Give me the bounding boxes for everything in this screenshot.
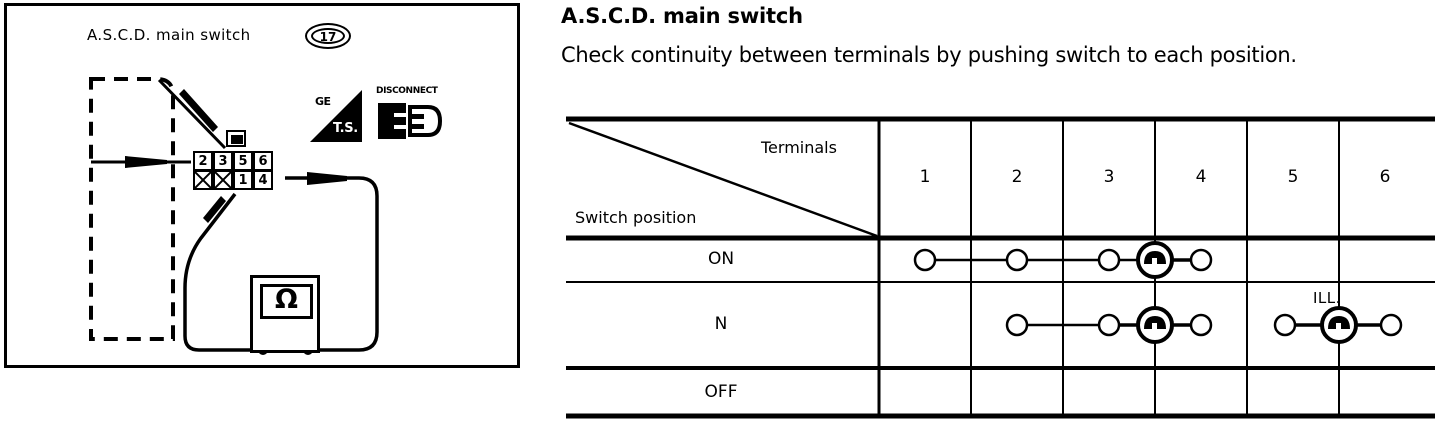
illustration-title: A.S.C.D. main switch — [87, 26, 251, 44]
ts-badge: GE T.S. — [310, 90, 362, 142]
n-node-2 — [1005, 313, 1029, 337]
probe-tip-terminal-2 — [125, 156, 167, 168]
lead-taper-terminal-4 — [307, 172, 347, 185]
continuity-table: Terminals Switch position 1 2 3 4 5 6 ON… — [561, 115, 1440, 420]
reference-callout: 17 — [305, 23, 351, 49]
column-header-6: 6 — [1379, 167, 1391, 187]
terminal-cell-3: 3 — [213, 151, 233, 171]
connector-latch-tab-fill — [231, 135, 243, 144]
n-row-continuity — [1005, 306, 1213, 344]
ts-triangle-icon — [310, 90, 362, 142]
row-label-on: ON — [707, 249, 735, 269]
disconnect-badge: DISCONNECT — [376, 86, 446, 144]
ohm-symbol: Ω — [275, 284, 298, 315]
column-header-3: 3 — [1103, 167, 1115, 187]
on-node-4 — [1189, 248, 1213, 272]
illumination-continuity — [1273, 306, 1403, 344]
terminal-cell-4: 4 — [253, 170, 273, 190]
harness-outline — [89, 77, 175, 341]
on-node-1 — [913, 248, 937, 272]
page-description: Check continuity between terminals by pu… — [561, 43, 1297, 67]
continuity-table-grid — [566, 116, 1435, 419]
column-header-4: 4 — [1195, 167, 1207, 187]
ill-node-6 — [1379, 313, 1403, 337]
illustration-panel: A.S.C.D. main switch 17 2 3 5 6 — [4, 3, 520, 368]
reference-callout-number: 17 — [311, 28, 345, 44]
column-header-2: 2 — [1011, 167, 1023, 187]
on-node-3 — [1097, 248, 1121, 272]
column-header-1: 1 — [919, 167, 931, 187]
ts-badge-sublabel: GE — [315, 95, 331, 108]
disconnect-badge-label: DISCONNECT — [376, 86, 438, 96]
terminal-cell-2: 2 — [193, 151, 213, 171]
header-switch-position-label: Switch position — [575, 208, 697, 227]
probe-tip-terminal-3 — [179, 89, 218, 132]
lead-terminal-4-to-meter — [285, 176, 379, 352]
terminal-cell-blank-a — [193, 170, 213, 190]
terminal-cell-cross-b — [215, 172, 231, 188]
lead-terminal-1-to-meter — [183, 192, 265, 352]
terminal-cell-6: 6 — [253, 151, 273, 171]
page-title: A.S.C.D. main switch — [561, 4, 803, 28]
n-node-4 — [1189, 313, 1213, 337]
ohmmeter: Ω — [250, 275, 320, 353]
probe-lead-terminal-3 — [157, 78, 227, 150]
disconnect-connector-icon — [378, 103, 443, 139]
on-node-2 — [1005, 248, 1029, 272]
column-header-5: 5 — [1287, 167, 1299, 187]
ill-node-5 — [1273, 313, 1297, 337]
row-label-off: OFF — [704, 382, 738, 402]
lead-taper-terminal-1 — [203, 196, 226, 223]
row-label-n: N — [714, 314, 728, 334]
terminal-cell-5: 5 — [233, 151, 253, 171]
terminal-cell-1: 1 — [233, 170, 253, 190]
illumination-label: ILL. — [1313, 289, 1341, 307]
terminal-cell-blank-b — [213, 170, 233, 190]
terminal-cell-cross-a — [195, 172, 211, 188]
n-node-3 — [1097, 313, 1121, 337]
ohmmeter-display: Ω — [260, 284, 313, 319]
header-terminals-label: Terminals — [761, 138, 837, 157]
connector-latch-tab — [226, 130, 246, 147]
ts-badge-label: T.S. — [333, 121, 358, 136]
header-diagonal — [568, 121, 878, 238]
content-panel: A.S.C.D. main switch Check continuity be… — [558, 0, 1440, 424]
on-row-continuity — [913, 241, 1213, 279]
